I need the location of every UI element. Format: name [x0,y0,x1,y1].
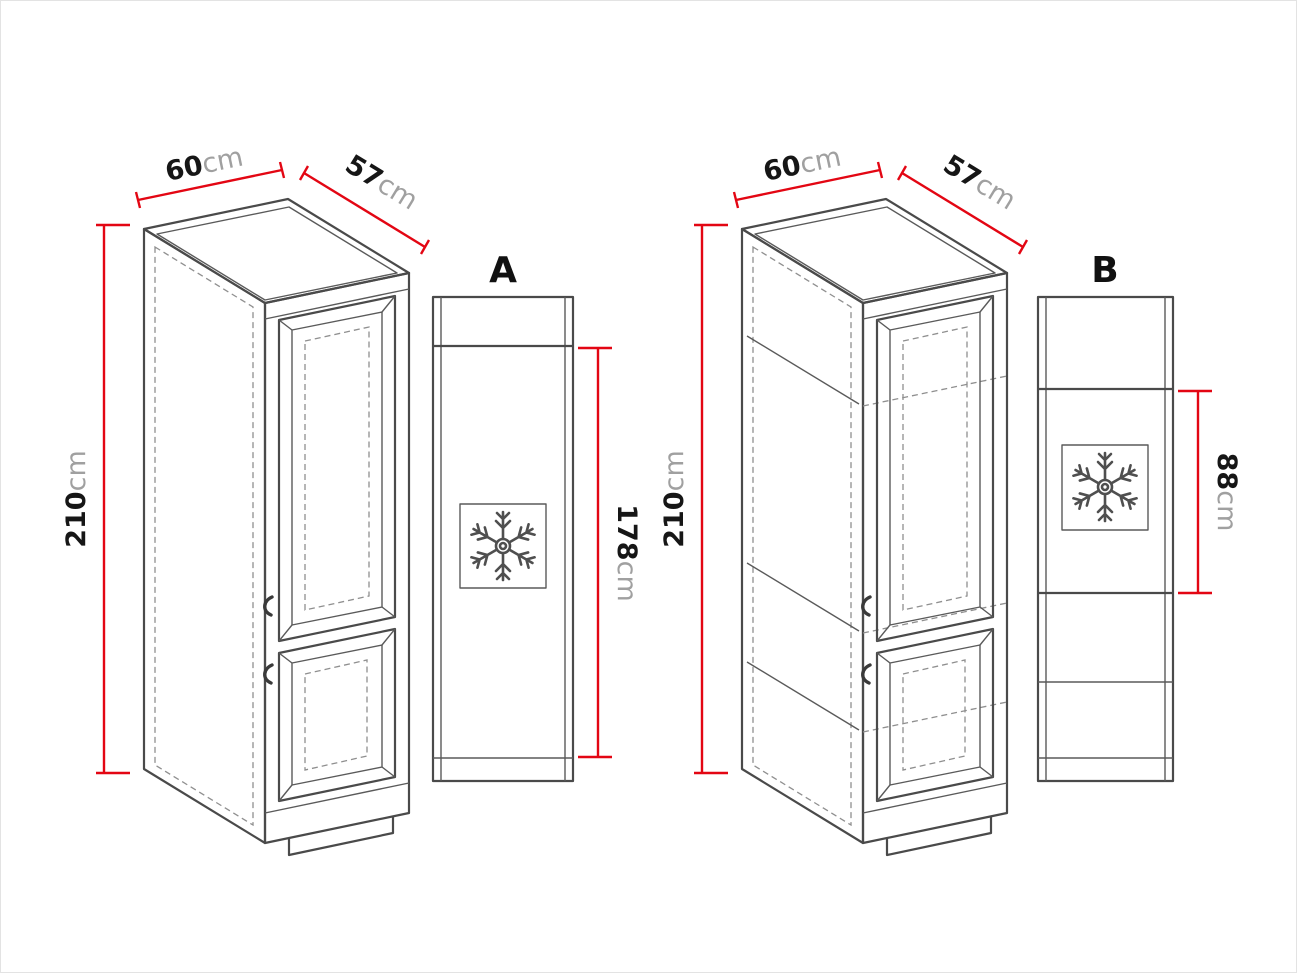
cabinet-b-top-rim [754,206,996,301]
cabinet-b-view-letter: B [1091,250,1118,291]
cabinet-a-base-strip [264,782,410,814]
height-dimension-label: 210cm [659,450,690,548]
cabinet-a-lower-door [277,627,397,803]
cabinet-b-top-fascia [862,288,1008,320]
door-handle-icon [263,663,274,685]
freezer-symbol-frame [1061,444,1149,531]
snowflake-icon [470,512,536,580]
width-dimension-label: 60cm [761,141,844,187]
freezer-symbol-frame [459,503,547,589]
cabinet-a-width-dimension: 60cm [134,141,286,209]
cabinet-a-top-rim [156,206,398,301]
height-dimension-label: 210cm [61,450,92,548]
cabinet-b-depth-dimension: 57cm [896,149,1029,255]
cabinet-b-hidden-edges [752,245,852,827]
cabinet-b-shelves [746,335,1008,733]
door-handle-icon [861,595,872,617]
cabinet-a-side-panel [142,227,267,845]
cabinet-b-height-dimension: 210cm [659,223,728,775]
cabinet-a-3d-view [142,197,411,857]
cabinet-b-front-view: B 88cm [1036,250,1242,783]
cabinet-a-upper-door [277,294,397,643]
cabinet-b-niche-dimension: 88cm [1178,389,1242,595]
cabinet-a-front-face [263,271,411,845]
cabinet-a-niche-dimension: 178cm [578,346,642,759]
snowflake-icon [1072,453,1138,521]
cabinet-a-height-dimension: 210cm [61,223,130,775]
niche-dimension-label: 88cm [1211,453,1242,532]
cabinet-a-top-fascia [264,288,410,320]
cabinet-b-3d-view [740,197,1009,857]
niche-dimension-label: 178cm [611,504,642,602]
cabinet-a-depth-dimension: 57cm [298,149,431,255]
cabinet-b-diagram: 60cm 57cm 210cm B [659,141,1242,857]
cabinet-a-hidden-edges [154,245,254,827]
depth-dimension-label: 57cm [340,149,423,216]
cabinet-a-front-outline [431,295,575,783]
cabinet-b-upper-door [875,294,995,643]
cabinet-b-lower-door [875,627,995,803]
cabinet-a-diagram: 60cm 57cm 210cm A [61,141,642,857]
cabinet-b-width-dimension: 60cm [732,141,884,209]
cabinet-a-plinth [287,816,395,857]
cabinet-a-front-view: A 178cm [431,250,642,783]
cabinet-b-plinth [885,816,993,857]
cabinet-b-front-face [861,271,1009,845]
cabinet-b-base-strip [862,782,1008,814]
depth-dimension-label: 57cm [938,149,1021,216]
cabinet-b-front-outline [1036,295,1175,783]
cabinet-b-side-panel [740,227,865,845]
door-handle-icon [263,595,274,617]
cabinet-a-view-letter: A [489,250,517,291]
door-handle-icon [861,663,872,685]
